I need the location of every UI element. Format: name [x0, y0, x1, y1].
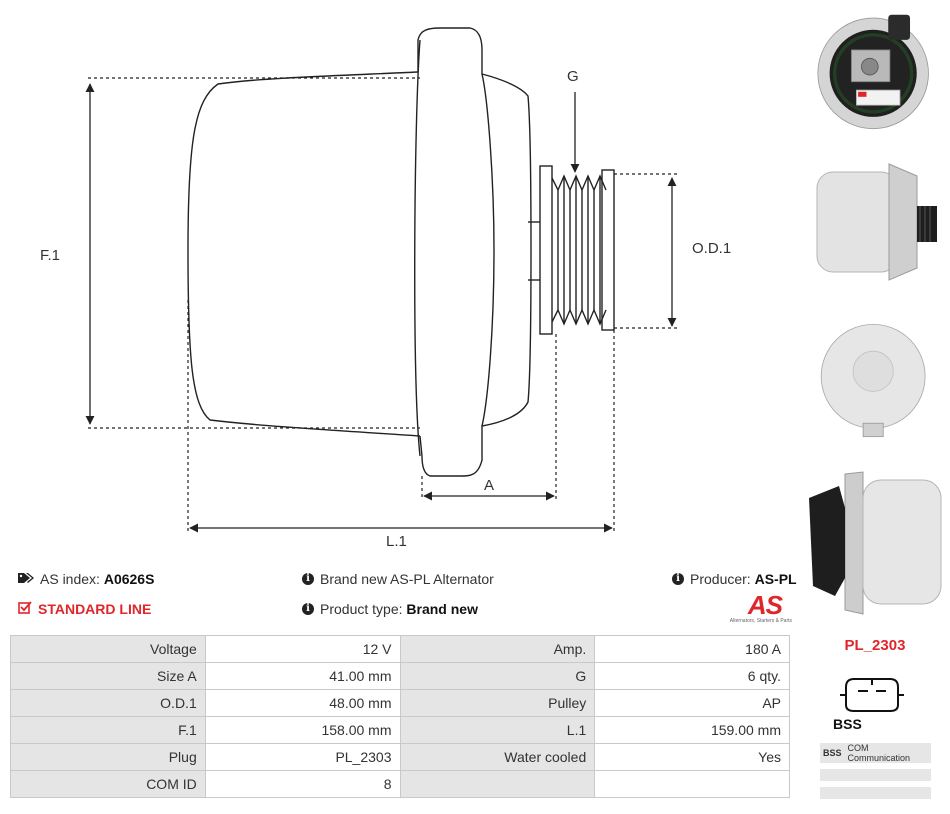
as-index-value: A0626S [103, 571, 155, 587]
spec-value: 41.00 mm [204, 662, 401, 690]
spec-value: PL_2303 [204, 743, 401, 771]
alternator-dimension-drawing [85, 27, 680, 534]
pulley-outline [539, 165, 553, 335]
product-type: i Product type: Brand new [302, 601, 478, 617]
connector-label: BSS [833, 716, 862, 732]
spec-value: Yes [594, 743, 790, 771]
alternator-body-outline [187, 71, 421, 437]
product-line: STANDARD LINE [18, 601, 151, 617]
pin-row [820, 766, 931, 787]
bss-connector-icon [840, 678, 904, 712]
pin-id [820, 766, 845, 787]
spec-key: F.1 [10, 716, 206, 744]
pin-description: COM Communication [844, 743, 931, 769]
pin-id: BSS [820, 743, 845, 769]
dim-label-g: G [567, 68, 579, 85]
spec-value [594, 770, 790, 798]
pin-row [820, 784, 931, 805]
spec-value: 180 A [594, 635, 790, 663]
spec-key: COM ID [10, 770, 206, 798]
dim-label-od1: O.D.1 [692, 240, 732, 257]
spec-value: AP [594, 689, 790, 717]
pin-id [820, 784, 845, 805]
product-photo-front[interactable] [805, 316, 943, 440]
product-photo-rear[interactable] [805, 8, 943, 132]
product-photo-side[interactable] [805, 160, 943, 284]
spec-value: 8 [204, 770, 401, 798]
dim-label-a: A [484, 477, 495, 494]
info-icon: i [302, 603, 314, 615]
spec-key: G [399, 662, 596, 690]
pin-description [844, 766, 931, 787]
as-pl-logo: AS Alternators, Starters & Parts [729, 590, 792, 624]
spec-key: Amp. [399, 635, 596, 663]
product-description: i Brand new AS-PL Alternator [302, 571, 494, 587]
spec-value: 159.00 mm [594, 716, 790, 744]
check-square-icon [18, 601, 32, 617]
info-icon: i [672, 573, 684, 585]
tags-icon [18, 571, 34, 587]
dim-label-l1: L.1 [386, 533, 407, 550]
spec-value: 48.00 mm [204, 689, 401, 717]
info-icon: i [302, 573, 314, 585]
spec-key: L.1 [399, 716, 596, 744]
plug-code: PL_2303 [844, 637, 906, 654]
spec-value: 6 qty. [594, 662, 790, 690]
spec-key [399, 770, 596, 798]
product-photo-plug-side[interactable] [805, 468, 943, 618]
spec-value: 158.00 mm [204, 716, 401, 744]
spec-key: Water cooled [399, 743, 596, 771]
spec-key: O.D.1 [10, 689, 206, 717]
pin-description [844, 784, 931, 805]
spec-key: Voltage [10, 635, 206, 663]
spec-value: 12 V [204, 635, 401, 663]
spec-key: Pulley [399, 689, 596, 717]
spec-key: Plug [10, 743, 206, 771]
as-index: AS index: A0626S [18, 571, 154, 587]
dim-label-f1: F.1 [40, 247, 61, 264]
alternator-flange-outline [417, 27, 532, 477]
producer: i Producer: AS-PL [672, 571, 797, 587]
spec-key: Size A [10, 662, 206, 690]
